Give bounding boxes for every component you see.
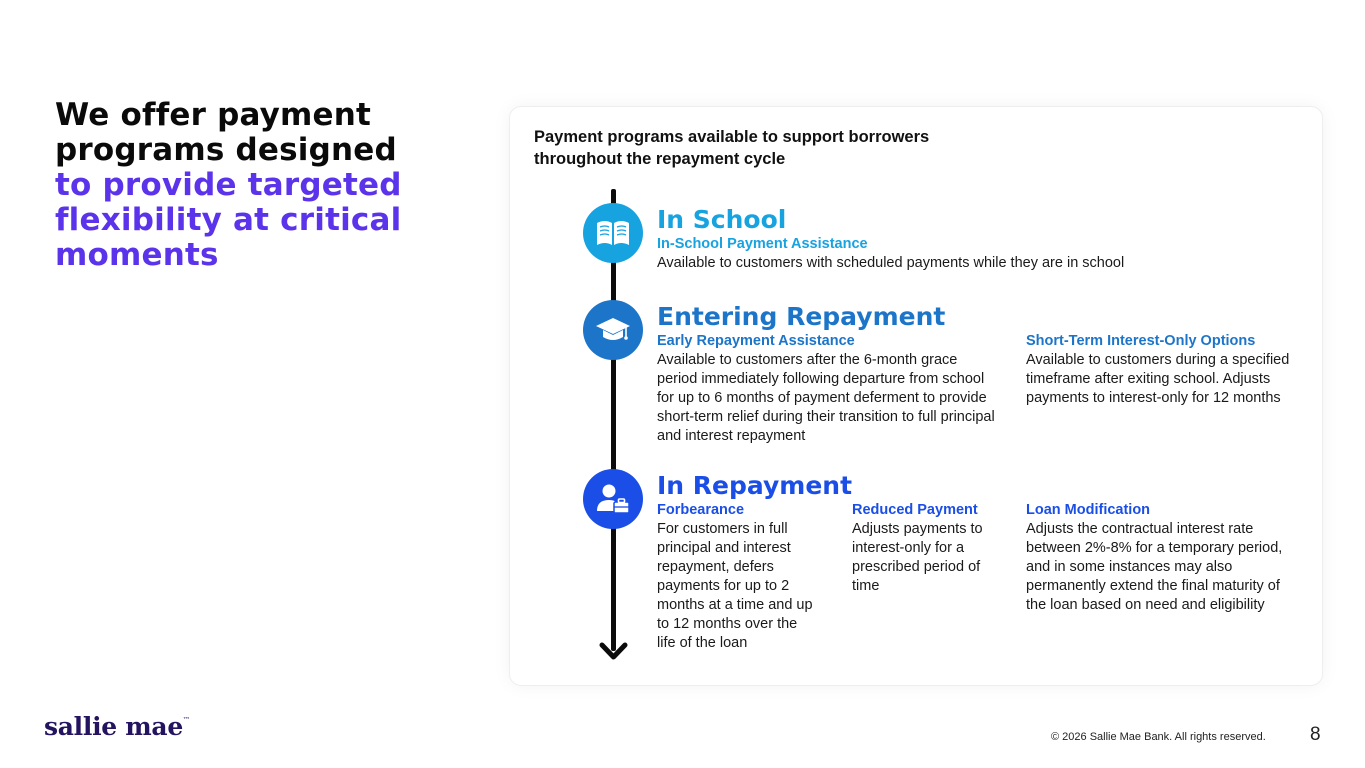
program-forbearance: Forbearance For customers in full princi… <box>657 501 815 653</box>
timeline-arrow-icon <box>599 642 628 660</box>
graduation-cap-icon <box>583 300 643 360</box>
program-description: Adjusts payments to interest-only for a … <box>852 521 983 594</box>
page-headline: We offer payment programs designed to pr… <box>55 98 455 273</box>
stage-heading-entering-repayment: Entering Repayment <box>657 302 946 331</box>
stage-heading-in-school: In School <box>657 205 787 234</box>
stage-heading-in-repayment: In Repayment <box>657 471 853 500</box>
logo-text: sallie mae <box>44 712 183 741</box>
program-description: Available to customers during a specifie… <box>1026 352 1290 406</box>
program-description: Available to customers with scheduled pa… <box>657 255 1125 271</box>
person-briefcase-icon <box>583 469 643 529</box>
headline-part-2-highlight: to provide targeted flexibility at criti… <box>55 167 402 273</box>
program-description: Available to customers after the 6-month… <box>657 352 995 444</box>
card-title: Payment programs available to support bo… <box>534 128 930 168</box>
program-in-school-assistance: In-School Payment Assistance Available t… <box>657 235 1277 273</box>
timeline-line <box>611 189 616 651</box>
program-name: Loan Modification <box>1026 502 1151 518</box>
program-description: For customers in full principal and inte… <box>657 521 813 651</box>
program-name: Reduced Payment <box>852 502 978 518</box>
book-icon <box>583 203 643 263</box>
program-name: Short-Term Interest-Only Options <box>1026 333 1256 349</box>
program-name: Early Repayment Assistance <box>657 333 855 349</box>
copyright-notice: © 2026 Sallie Mae Bank. All rights reser… <box>1051 731 1266 743</box>
page-number: 8 <box>1310 724 1321 745</box>
logo-trademark: ™ <box>182 716 190 724</box>
payment-programs-card: Payment programs available to support bo… <box>509 106 1323 686</box>
program-loan-modification: Loan Modification Adjusts the contractua… <box>1026 501 1304 615</box>
program-reduced-payment: Reduced Payment Adjusts payments to inte… <box>852 501 1002 596</box>
program-name: In-School Payment Assistance <box>657 236 868 252</box>
headline-part-1: We offer payment programs designed <box>55 97 397 168</box>
sallie-mae-logo: sallie mae™ <box>44 712 190 741</box>
program-short-term-interest-only: Short-Term Interest-Only Options Availab… <box>1026 332 1294 408</box>
program-early-repayment-assistance: Early Repayment Assistance Available to … <box>657 332 997 446</box>
program-name: Forbearance <box>657 502 745 518</box>
program-description: Adjusts the contractual interest rate be… <box>1026 521 1283 613</box>
